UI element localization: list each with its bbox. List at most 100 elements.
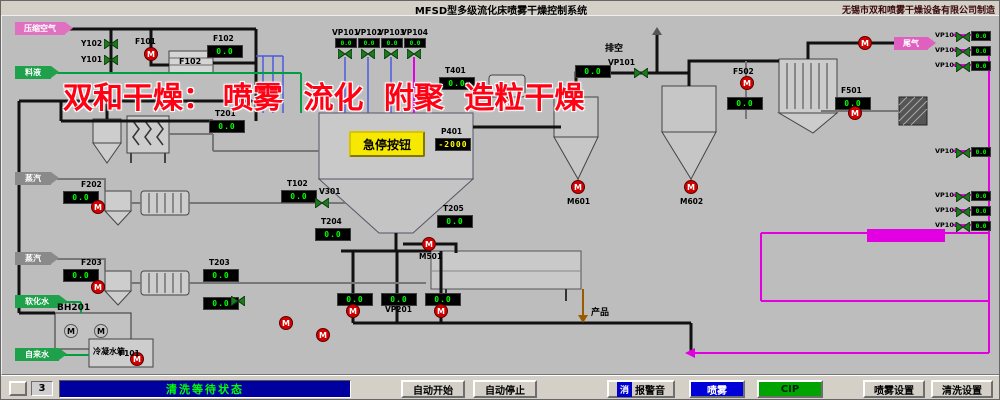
flow-arrow-1: 料液	[15, 66, 59, 79]
valve-vp101[interactable]	[955, 147, 971, 159]
diagram-label: 产品	[591, 308, 610, 318]
pump-motor-icon[interactable]: M	[346, 304, 360, 318]
pump-motor-icon[interactable]: M	[858, 36, 872, 50]
tag-label: VP104	[401, 28, 428, 37]
clean-settings-button[interactable]: 清洗设置	[931, 380, 993, 398]
tag-label: VP201	[385, 305, 412, 314]
valve-vp101[interactable]	[955, 46, 971, 58]
value-display: 0.0	[404, 38, 426, 48]
valve-vp101[interactable]	[955, 206, 971, 218]
tag-label: T204	[321, 217, 342, 226]
steam-heater-2	[103, 270, 190, 306]
alarm-counter-value: 3	[38, 383, 46, 394]
pump-motor-icon[interactable]: M	[144, 47, 158, 61]
mute-icon: 消	[616, 381, 632, 397]
tag-label: F501	[841, 86, 862, 95]
diagram-label: 冷凝水箱	[93, 347, 125, 356]
pump-motor-icon[interactable]: M	[91, 280, 105, 294]
pump-motor-icon[interactable]: M	[848, 106, 862, 120]
tag-label: VP101	[935, 61, 959, 69]
cip-line-label-bar	[867, 229, 945, 242]
value-display: 0.0	[439, 77, 475, 90]
tag-label: F502	[733, 67, 754, 76]
vent-arrow-icon	[652, 27, 662, 35]
valve-v301[interactable]	[314, 197, 330, 209]
auto-stop-button[interactable]: 自动停止	[473, 380, 537, 398]
pump-motor-icon[interactable]: M	[684, 180, 698, 194]
value-display: 0.0	[281, 190, 317, 203]
tag-label: F101	[119, 349, 140, 358]
pump-motor-icon[interactable]: M	[422, 237, 436, 251]
cip-mode-button[interactable]: CIP	[757, 380, 823, 398]
pump-motor-icon[interactable]: M	[94, 324, 108, 338]
pump-motor-icon[interactable]: M	[64, 324, 78, 338]
tag-label: M501	[419, 252, 443, 261]
value-display: 0.0	[358, 38, 380, 48]
pump-motor-icon[interactable]: M	[130, 352, 144, 366]
value-display: 0.0	[203, 269, 239, 282]
value-display: 0.0	[381, 38, 403, 48]
pump-motor-icon[interactable]: M	[91, 200, 105, 214]
value-display: 0.0	[207, 45, 243, 58]
tag-label: VP101	[935, 206, 959, 214]
tag-label: F101	[135, 37, 156, 46]
pump-motor-icon[interactable]: M	[316, 328, 330, 342]
flow-arrow-6: 尾气	[894, 37, 936, 50]
spray-mode-button[interactable]: 喷雾	[689, 380, 745, 398]
value-display: 0.0	[209, 120, 245, 133]
value-display: 0.0	[575, 65, 611, 78]
valve-vp102[interactable]	[360, 48, 376, 60]
value-display: 0.0	[63, 191, 99, 204]
tag-label: F203	[81, 258, 102, 267]
counter-button[interactable]	[9, 381, 27, 396]
alarm-counter: 3	[31, 381, 53, 396]
tag-label: VP101	[935, 46, 959, 54]
value-display: 0.0	[335, 38, 357, 48]
valve-vp101[interactable]	[633, 67, 649, 79]
mute-alarm-button[interactable]: 消报警音	[607, 380, 675, 398]
pump-motor-icon[interactable]: M	[500, 97, 514, 111]
product-arrow-icon	[578, 315, 588, 323]
value-display: 0.0	[971, 46, 991, 56]
tag-label: VP101	[608, 58, 635, 67]
valve-icon[interactable]	[230, 295, 246, 307]
diagram-label: 排空	[605, 44, 624, 54]
manufacturer-label: 无锡市双和喷雾干燥设备有限公司制造	[841, 6, 995, 16]
value-display: 0.0	[203, 297, 239, 310]
pump-motor-icon[interactable]: M	[740, 76, 754, 90]
tag-label: M602	[680, 197, 704, 206]
valve-y102[interactable]	[103, 38, 119, 50]
flow-arrow-0: 压缩空气	[15, 22, 73, 35]
diagram-label: BH201	[57, 303, 91, 313]
auto-start-button[interactable]: 自动开始	[401, 380, 465, 398]
valve-vp101[interactable]	[337, 48, 353, 60]
value-display: -2000	[435, 138, 471, 151]
spray-settings-button[interactable]: 喷雾设置	[863, 380, 925, 398]
tag-label: T203	[209, 258, 230, 267]
value-display: 0.0	[437, 215, 473, 228]
control-bar: 3 清洗等待状态 自动开始自动停止 消报警音喷雾 CIP 喷雾设置清洗设置	[1, 375, 999, 399]
tag-label: V301	[319, 187, 341, 196]
fluid-bed	[430, 250, 582, 301]
emergency-stop-button[interactable]: 急停按钮	[349, 131, 425, 157]
value-display: 0.0	[727, 97, 763, 110]
valve-vp104[interactable]	[406, 48, 422, 60]
pump-motor-icon[interactable]: M	[279, 316, 293, 330]
valve-vp101[interactable]	[955, 31, 971, 43]
steam-heater-1	[103, 190, 190, 226]
tag-label: T205	[443, 204, 464, 213]
valve-vp101[interactable]	[955, 221, 971, 233]
valve-y101[interactable]	[103, 54, 119, 66]
tag-label: VP101	[935, 191, 959, 199]
cyclone-1	[553, 96, 599, 181]
status-bar: 清洗等待状态	[59, 380, 351, 398]
pump-motor-icon[interactable]: M	[434, 304, 448, 318]
valve-vp101[interactable]	[955, 61, 971, 73]
value-display: 0.0	[381, 293, 417, 306]
tag-label: T102	[287, 179, 308, 188]
pump-motor-icon[interactable]: M	[571, 180, 585, 194]
diagram-label: F102	[179, 57, 202, 66]
valve-vp101[interactable]	[955, 191, 971, 203]
valve-vp103[interactable]	[383, 48, 399, 60]
tag-label: F202	[81, 180, 102, 189]
